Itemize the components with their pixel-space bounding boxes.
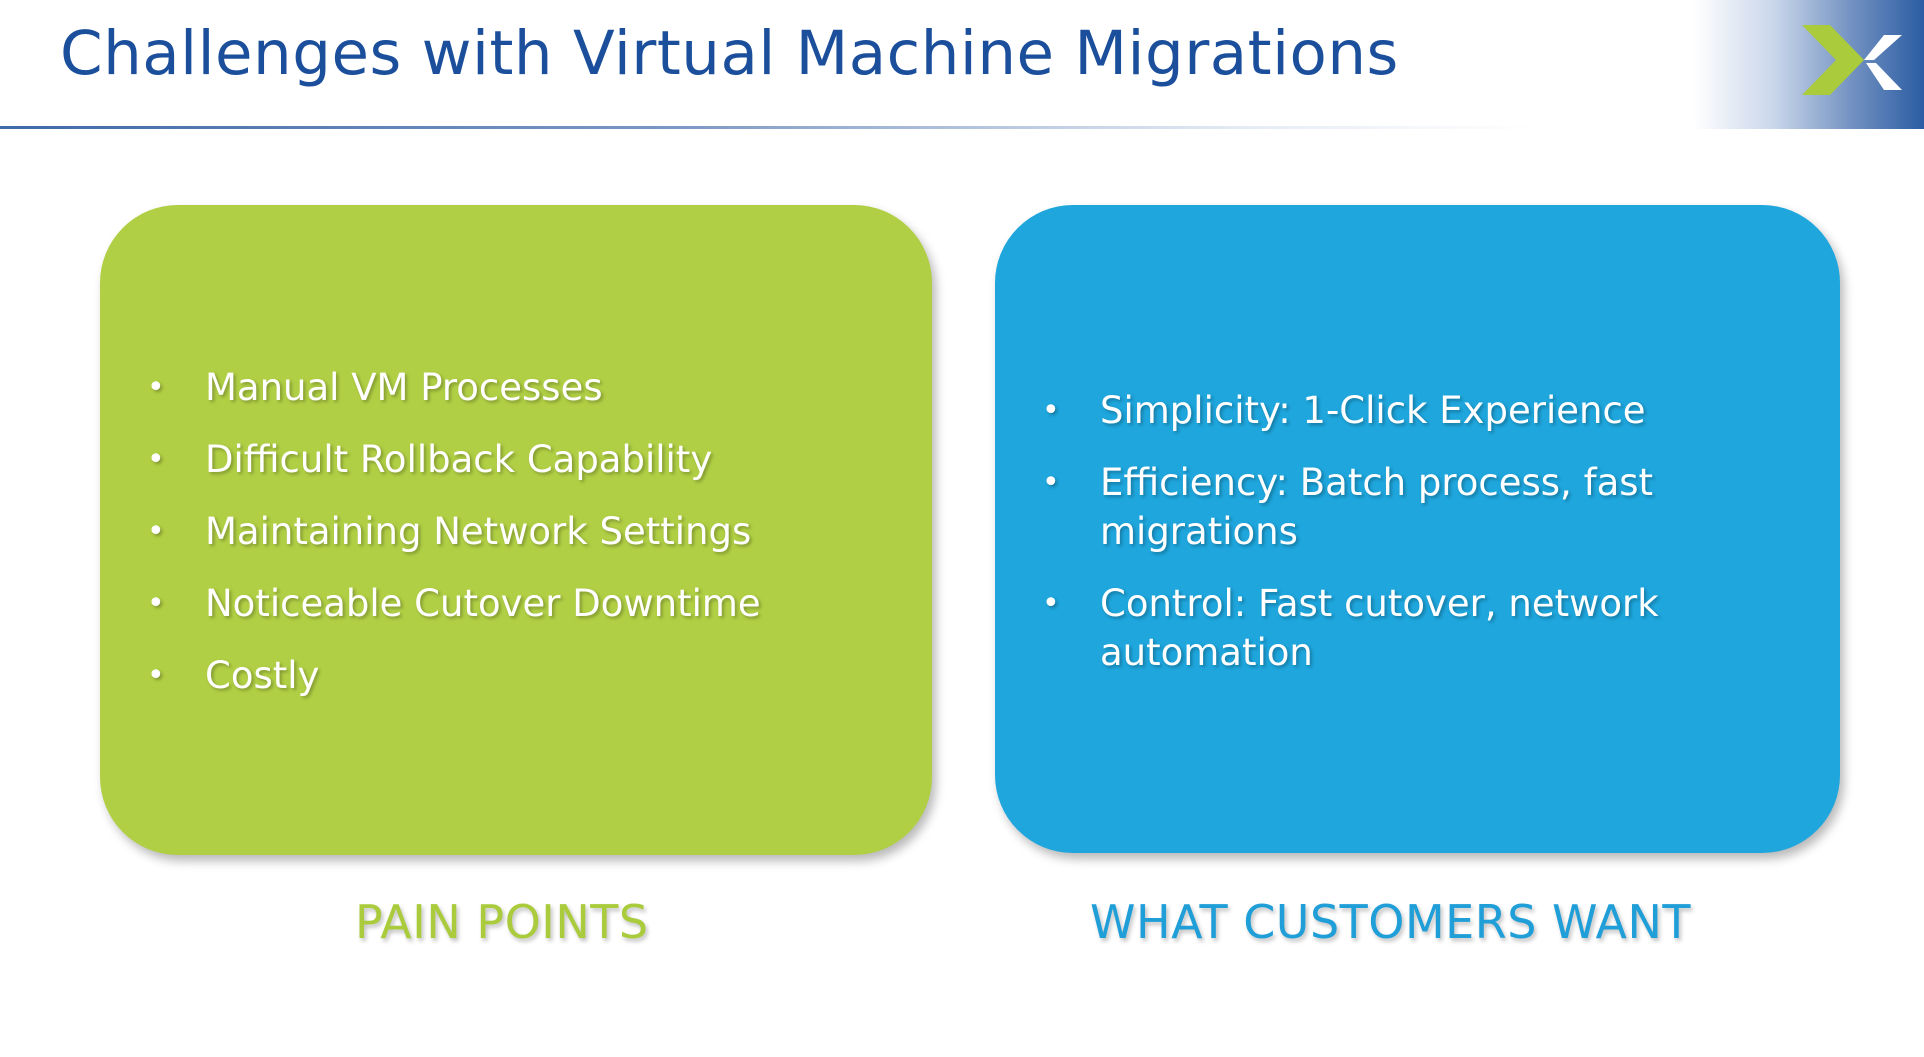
list-item: •Difficult Rollback Capability bbox=[147, 435, 907, 484]
customer-wants-card: •Simplicity: 1-Click Experience •Efficie… bbox=[995, 205, 1840, 853]
list-item: •Noticeable Cutover Downtime bbox=[147, 579, 907, 628]
nutanix-x-logo-icon bbox=[1802, 25, 1902, 95]
bullet-icon: • bbox=[1042, 465, 1060, 500]
bullet-icon: • bbox=[147, 586, 165, 621]
pain-points-list: •Manual VM Processes •Difficult Rollback… bbox=[147, 363, 907, 723]
bullet-icon: • bbox=[1042, 586, 1060, 621]
pain-points-caption: PAIN POINTS bbox=[355, 895, 649, 949]
logo-panel bbox=[1694, 0, 1924, 129]
list-item: •Control: Fast cutover, network automati… bbox=[1042, 579, 1762, 677]
customer-wants-caption: WHAT CUSTOMERS WANT bbox=[1090, 895, 1691, 949]
list-item: •Efficiency: Batch process, fast migrati… bbox=[1042, 458, 1762, 556]
bullet-icon: • bbox=[147, 370, 165, 405]
list-item: •Simplicity: 1-Click Experience bbox=[1042, 386, 1762, 435]
bullet-icon: • bbox=[147, 658, 165, 693]
list-item: •Manual VM Processes bbox=[147, 363, 907, 412]
customer-wants-list: •Simplicity: 1-Click Experience •Efficie… bbox=[1042, 386, 1762, 700]
slide-title: Challenges with Virtual Machine Migratio… bbox=[60, 18, 1399, 89]
bullet-icon: • bbox=[147, 442, 165, 477]
list-item: •Costly bbox=[147, 651, 907, 700]
title-divider bbox=[0, 126, 1924, 129]
pain-points-card: •Manual VM Processes •Difficult Rollback… bbox=[100, 205, 932, 855]
bullet-icon: • bbox=[147, 514, 165, 549]
bullet-icon: • bbox=[1042, 393, 1060, 428]
list-item: •Maintaining Network Settings bbox=[147, 507, 907, 556]
